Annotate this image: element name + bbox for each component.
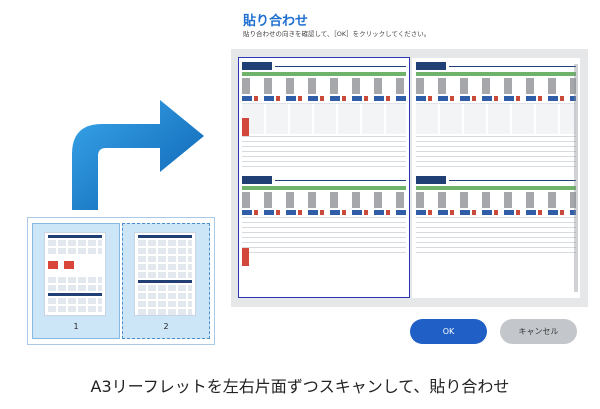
cancel-button[interactable]: キャンセル — [500, 319, 577, 344]
preview-page-left — [238, 58, 410, 298]
page-thumbnail-image — [134, 232, 196, 316]
page-number-label: 1 — [73, 322, 79, 331]
caption: A3リーフレットを左右片面ずつスキャンして、貼り合わせ — [90, 377, 510, 396]
dialog-message: 貼り合わせの向きを確認して、［OK］をクリックしてください。 — [243, 30, 431, 38]
page-thumbnail-image — [44, 232, 106, 316]
page-thumbnail[interactable]: 1 — [32, 223, 120, 339]
merge-preview — [231, 49, 588, 307]
page-number-label: 2 — [163, 322, 169, 331]
page-thumbnail-selected[interactable]: 2 — [122, 223, 210, 339]
curved-arrow-right-icon — [72, 100, 204, 210]
ok-button[interactable]: OK — [410, 319, 487, 344]
dialog-title: 貼り合わせ — [243, 14, 309, 29]
page-thumbnail-panel: 1 2 — [27, 217, 215, 345]
preview-page-right — [412, 58, 580, 298]
